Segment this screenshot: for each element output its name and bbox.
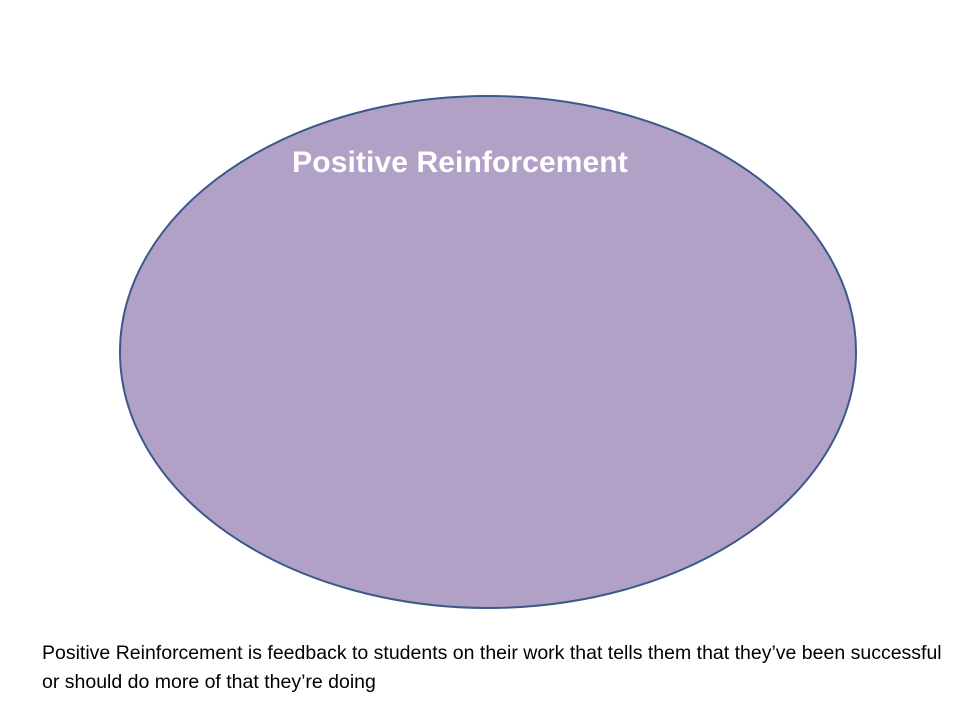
ellipse-title: Positive Reinforcement [292, 146, 628, 179]
reinforcement-ellipse [119, 95, 857, 609]
caption-text: Positive Reinforcement is feedback to st… [42, 642, 942, 693]
